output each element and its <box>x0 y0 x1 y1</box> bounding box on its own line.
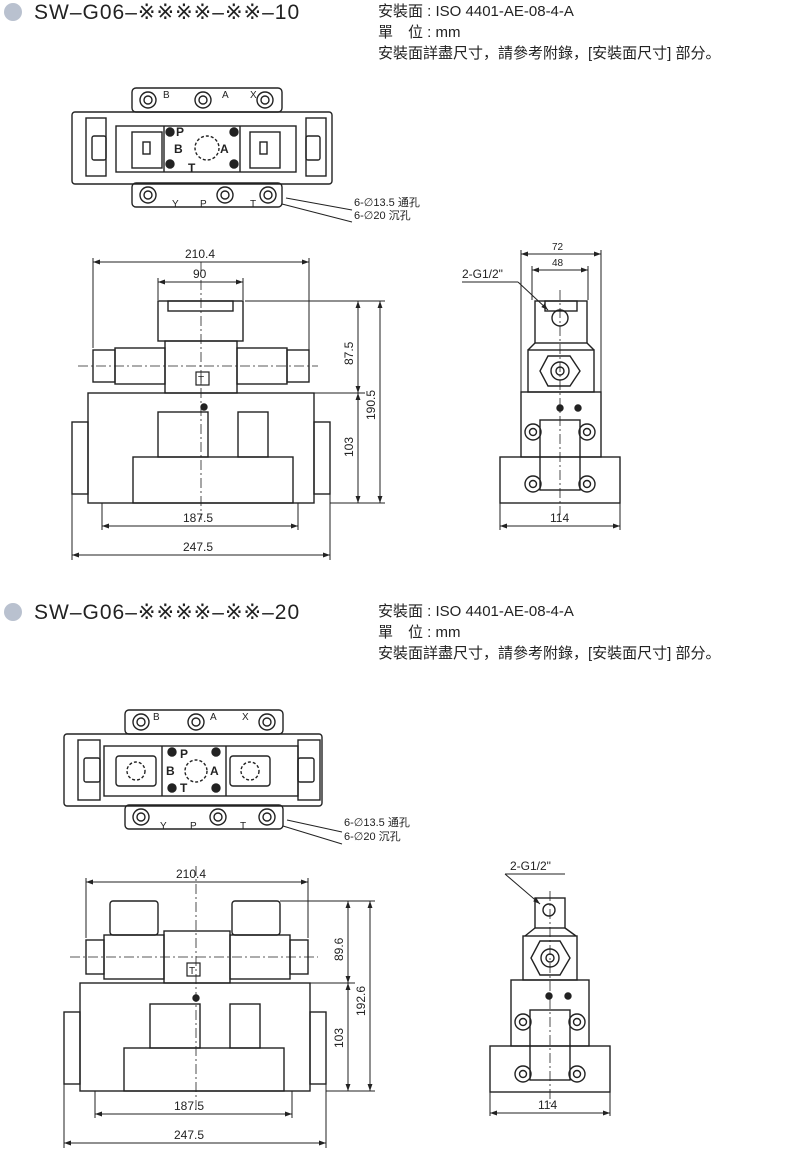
side-base: 114 <box>538 1098 557 1112</box>
port-top-3: X <box>242 712 249 723</box>
hole-note-1: 6-∅13.5 通孔 <box>354 196 420 209</box>
dim-overall: 247.5 <box>183 540 213 554</box>
spec-unit: 單 位 : mm <box>378 624 461 641</box>
side-thread: 2-G1/2" <box>510 859 551 873</box>
spec-reference: 安裝面詳盡尺寸，請參考附錄，[安裝面尺寸] 部分。 <box>378 645 721 662</box>
port-top-1: B <box>153 712 160 723</box>
dim-base: 187.5 <box>174 1099 204 1113</box>
bullet-icon <box>4 603 22 621</box>
section-10: SW–G06–※※※※–※※–10 安裝面 : ISO 4401-AE-08-4… <box>4 1 721 560</box>
dim-upper-h: 89.6 <box>332 937 346 961</box>
port-top-2: A <box>222 90 229 101</box>
port-top-2: A <box>210 712 217 723</box>
hole-note-1: 6-∅13.5 通孔 <box>344 816 410 829</box>
top-view <box>63 709 343 845</box>
valve-drawing: B A X Y P T P B A T 6-∅13.5 通孔 6-∅20 沉孔 … <box>63 709 611 1148</box>
port-labels: B A X Y P T <box>163 90 257 210</box>
port-center-a: A <box>210 764 219 778</box>
hole-note-2: 6-∅20 沉孔 <box>354 209 411 222</box>
top-bolt-holes <box>132 713 276 826</box>
side-base: 114 <box>550 511 569 525</box>
bullet-icon <box>4 3 22 21</box>
dimension-labels: 210.4 90 87.5 103 190.5 187.5 247.5 2-G1… <box>183 242 569 554</box>
dim-top: 90 <box>193 267 207 281</box>
front-view <box>71 262 331 520</box>
section-20: SW–G06–※※※※–※※–20 安裝面 : ISO 4401-AE-08-4… <box>0 576 800 1152</box>
side-thread: 2-G1/2" <box>462 267 503 281</box>
center-port-labels: P B A T <box>174 125 229 175</box>
port-center-p: P <box>176 125 184 139</box>
side-dimensions <box>489 873 611 1116</box>
spec-mount: 安裝面 : ISO 4401-AE-08-4-A <box>378 3 574 20</box>
port-labels: B A X Y P T <box>153 712 249 832</box>
port-bottom-2: P <box>190 821 197 832</box>
port-center-a: A <box>220 142 229 156</box>
dim-overall: 247.5 <box>174 1128 204 1142</box>
top-bolt-holes <box>139 91 277 204</box>
dim-base: 187.5 <box>183 511 213 525</box>
front-marker: T <box>198 375 204 386</box>
side-dimensions <box>462 250 621 530</box>
side-view <box>489 891 611 1104</box>
dim-lower-h: 103 <box>332 1028 346 1048</box>
port-top-1: B <box>163 90 170 101</box>
model-title: SW–G06–※※※※–※※–20 <box>34 601 301 624</box>
port-bottom-3: T <box>240 821 246 832</box>
port-center-t: T <box>188 161 196 175</box>
spec-mount: 安裝面 : ISO 4401-AE-08-4-A <box>378 603 574 620</box>
dim-upper-h: 87.5 <box>342 341 356 365</box>
side-w1: 72 <box>552 242 564 253</box>
dim-total-width: 210.4 <box>176 867 206 881</box>
model-title: SW–G06–※※※※–※※–10 <box>34 1 301 24</box>
hole-note-2: 6-∅20 沉孔 <box>344 830 401 843</box>
valve-drawing: B A X Y P T P B A T 6-∅13.5 通孔 6-∅20 沉孔 … <box>71 87 621 560</box>
port-center-b: B <box>174 142 183 156</box>
top-view <box>71 87 353 223</box>
dim-total-h: 190.5 <box>364 390 378 420</box>
front-dimensions <box>63 878 375 1148</box>
port-bottom-2: P <box>200 199 207 210</box>
dimension-labels: 210.4 89.6 103 192.6 187.5 247.5 2-G1/2"… <box>174 859 557 1142</box>
spec-unit: 單 位 : mm <box>378 24 461 41</box>
front-marker: T <box>189 966 195 977</box>
side-view <box>499 290 621 515</box>
port-center-t: T <box>180 781 188 795</box>
spec-block: 安裝面 : ISO 4401-AE-08-4-A 單 位 : mm 安裝面詳盡尺… <box>378 601 721 664</box>
port-center-b: B <box>166 764 175 778</box>
port-bottom-1: Y <box>172 199 179 210</box>
spec-reference: 安裝面詳盡尺寸，請參考附錄，[安裝面尺寸] 部分。 <box>378 45 721 62</box>
port-bottom-3: T <box>250 199 256 210</box>
front-view <box>63 866 327 1111</box>
side-w2: 48 <box>552 258 564 269</box>
dim-lower-h: 103 <box>342 437 356 457</box>
center-port-labels: P B A T <box>166 747 219 795</box>
dim-total-width: 210.4 <box>185 247 215 261</box>
dim-total-h: 192.6 <box>354 986 368 1016</box>
port-center-p: P <box>180 747 188 761</box>
front-dimensions <box>71 258 385 560</box>
port-bottom-1: Y <box>160 821 167 832</box>
port-top-3: X <box>250 90 257 101</box>
spec-block: 安裝面 : ISO 4401-AE-08-4-A 單 位 : mm 安裝面詳盡尺… <box>378 1 721 64</box>
